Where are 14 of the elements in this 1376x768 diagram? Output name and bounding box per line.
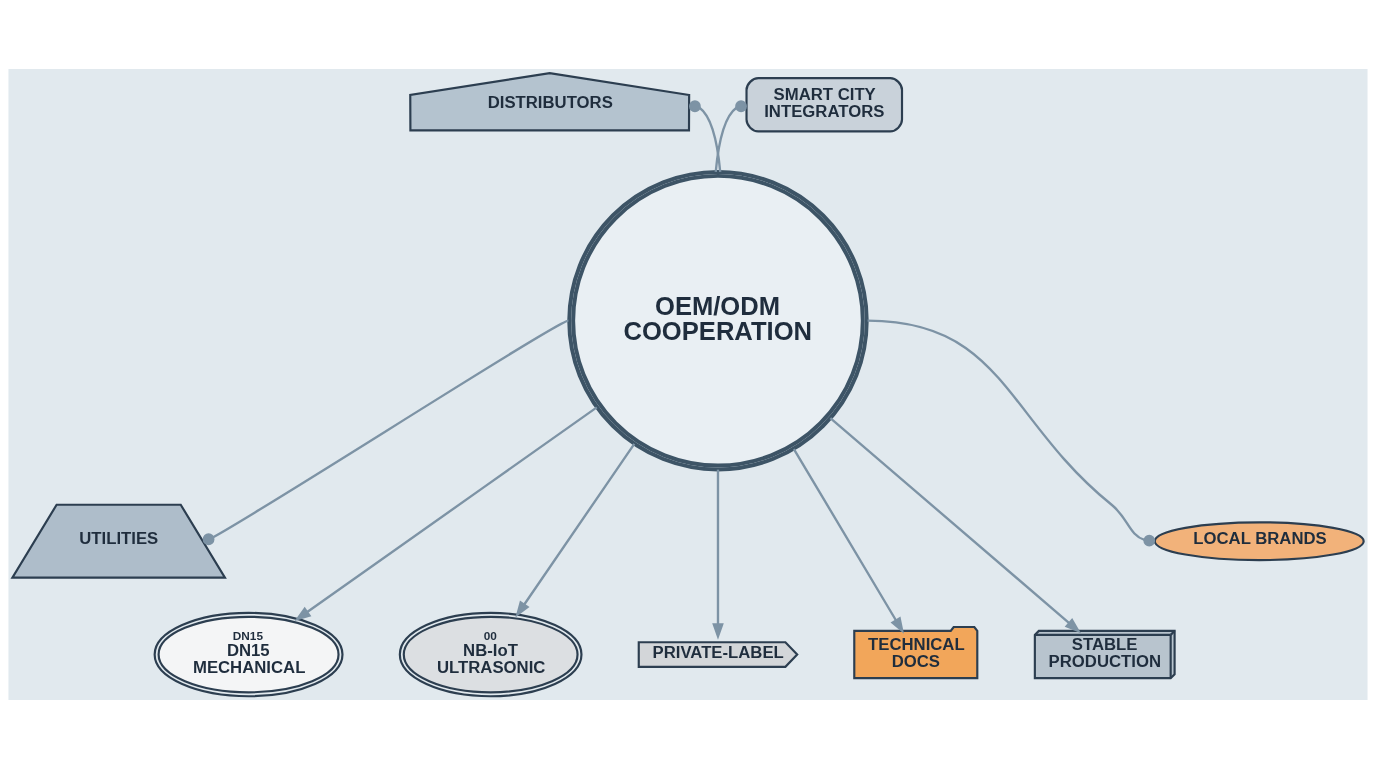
node-circle: OEM/ODM COOPERATION [567, 169, 869, 471]
connector [689, 99, 722, 172]
connector [202, 319, 569, 545]
arrow [515, 442, 636, 617]
arrow [712, 469, 724, 640]
connector [714, 99, 747, 172]
node-ellipse: DN15 DN15 MECHANICAL [153, 611, 344, 697]
arrow [792, 447, 904, 634]
arrow [829, 416, 1082, 633]
node-box: SMART CITY INTEGRATORS [745, 76, 904, 132]
arrow [294, 405, 598, 621]
node-ellipse: 00 NB-IoT ULTRASONIC [398, 611, 583, 697]
connector [867, 319, 1156, 546]
node-ellipse: LOCAL BRANDS [1153, 520, 1365, 561]
